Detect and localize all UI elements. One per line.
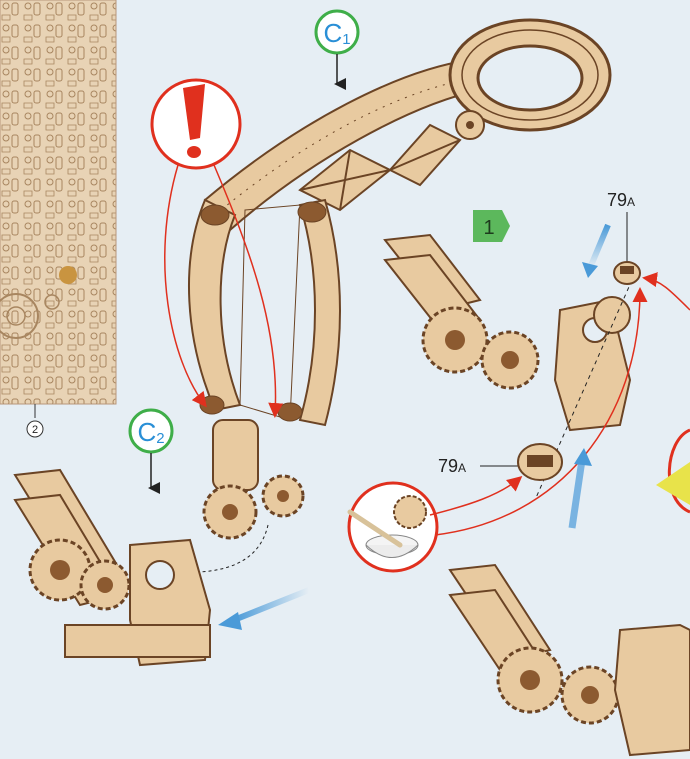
svg-text:79A: 79A (438, 456, 466, 476)
callout-c1-sub: 1 (342, 31, 350, 48)
callout-c2-sub: 2 (156, 430, 164, 447)
callout-c1: C1 (316, 11, 358, 84)
callout-c1-letter: C (323, 18, 342, 48)
sheet-number: 2 (32, 424, 38, 436)
arm-bottom-gears (204, 420, 303, 538)
part-mid-sub: A (458, 461, 466, 475)
step-number: 1 (483, 217, 494, 239)
step-badge: 1 (473, 210, 510, 242)
part-79a-mid: 79A (438, 444, 562, 480)
lower-right-assembly (450, 565, 690, 755)
part-mid-main: 79 (438, 456, 458, 476)
c2-gearbox (15, 470, 210, 665)
callout-c2: C2 (130, 410, 172, 488)
part-top-sub: A (627, 195, 635, 209)
partial-glue-callout (656, 430, 690, 512)
part-top-main: 79 (607, 190, 627, 210)
svg-text:79A: 79A (607, 190, 635, 210)
plywood-sheet: 2 (0, 0, 116, 437)
glue-callout (349, 278, 690, 571)
callout-c2-letter: C (137, 417, 156, 447)
part-79a-top: 79A (607, 190, 640, 284)
